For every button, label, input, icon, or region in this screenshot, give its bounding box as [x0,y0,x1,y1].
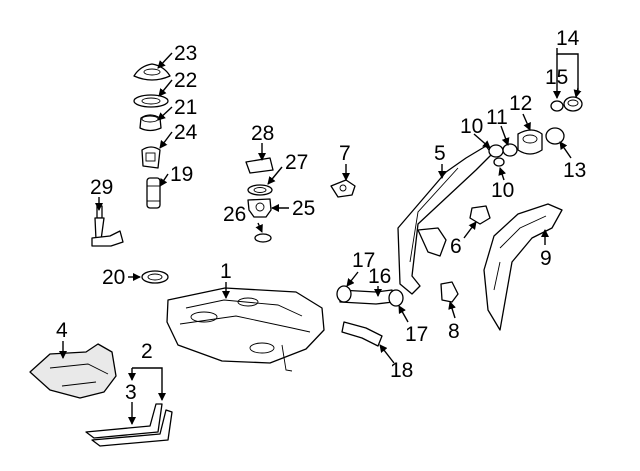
part-26-ring[interactable] [254,233,272,243]
part-19-fuel-pump[interactable] [146,177,161,209]
part-28-cover[interactable] [245,157,274,174]
callout-10-upper: 10 [460,115,483,138]
callout-2: 2 [141,340,153,363]
part-22-gasket[interactable] [133,94,169,108]
part-11-ring[interactable] [502,143,518,157]
callout-16: 16 [368,265,391,288]
callout-7: 7 [339,142,351,165]
part-23-pump-cover[interactable] [133,63,171,81]
part-14-filler-cap[interactable] [563,96,583,112]
part-17-clamp-right[interactable] [388,289,404,307]
part-1-fuel-tank[interactable] [166,287,325,372]
part-13-o-ring[interactable] [545,127,565,145]
part-17-clamp-left[interactable] [336,285,352,303]
callout-numbers: 23 22 21 24 19 29 20 1 4 2 3 28 27 25 26… [56,27,586,404]
part-27-gasket[interactable] [247,184,273,196]
part-29-fuel-sender[interactable] [91,205,124,247]
callout-5: 5 [434,142,446,165]
leader-lines [59,48,582,425]
part-20-tank-gasket[interactable] [141,270,169,284]
callout-26: 26 [223,203,246,226]
callout-4: 4 [56,319,68,342]
part-2-tank-band[interactable] [91,409,173,447]
part-21-retainer-ring[interactable] [139,114,162,132]
part-3-tank-band[interactable] [85,403,163,439]
callout-9: 9 [540,247,552,270]
part-8-clip[interactable] [440,281,459,303]
callout-23: 23 [174,42,197,65]
callout-24: 24 [174,121,198,144]
callout-25: 25 [292,197,315,220]
part-18-vent-hose[interactable] [341,321,383,347]
callout-13: 13 [563,159,586,182]
part-4-heat-shield[interactable] [29,343,117,399]
part-6-bracket[interactable] [469,205,491,225]
callout-19: 19 [170,163,193,186]
part-9-filler-protector[interactable] [483,203,563,331]
callout-3: 3 [125,381,137,404]
part-15-cap-small[interactable] [550,100,564,112]
callout-15: 15 [545,66,568,89]
callout-12: 12 [509,92,532,115]
part-10-hose-clamp-upper[interactable] [488,144,504,158]
callout-6: 6 [450,235,462,258]
callout-11: 11 [486,106,508,129]
callout-27: 27 [285,151,308,174]
callout-21: 21 [174,96,197,119]
callout-10-lower: 10 [491,179,514,202]
part-12-filler-neck[interactable] [517,129,543,155]
part-7-clamp[interactable] [330,179,356,198]
callout-29: 29 [90,176,113,199]
callout-28: 28 [251,122,274,145]
part-10-hose-clamp-lower[interactable] [493,157,505,167]
callout-17-left: 17 [352,249,375,272]
part-24-pump-bracket[interactable] [141,146,161,169]
callout-22: 22 [174,69,197,92]
callout-1: 1 [220,260,232,283]
callout-14: 14 [556,27,580,50]
callout-8: 8 [448,320,460,343]
callout-18: 18 [390,359,413,382]
callout-20: 20 [102,266,125,289]
part-25-valve[interactable] [247,198,272,218]
callout-17-right: 17 [405,323,428,346]
